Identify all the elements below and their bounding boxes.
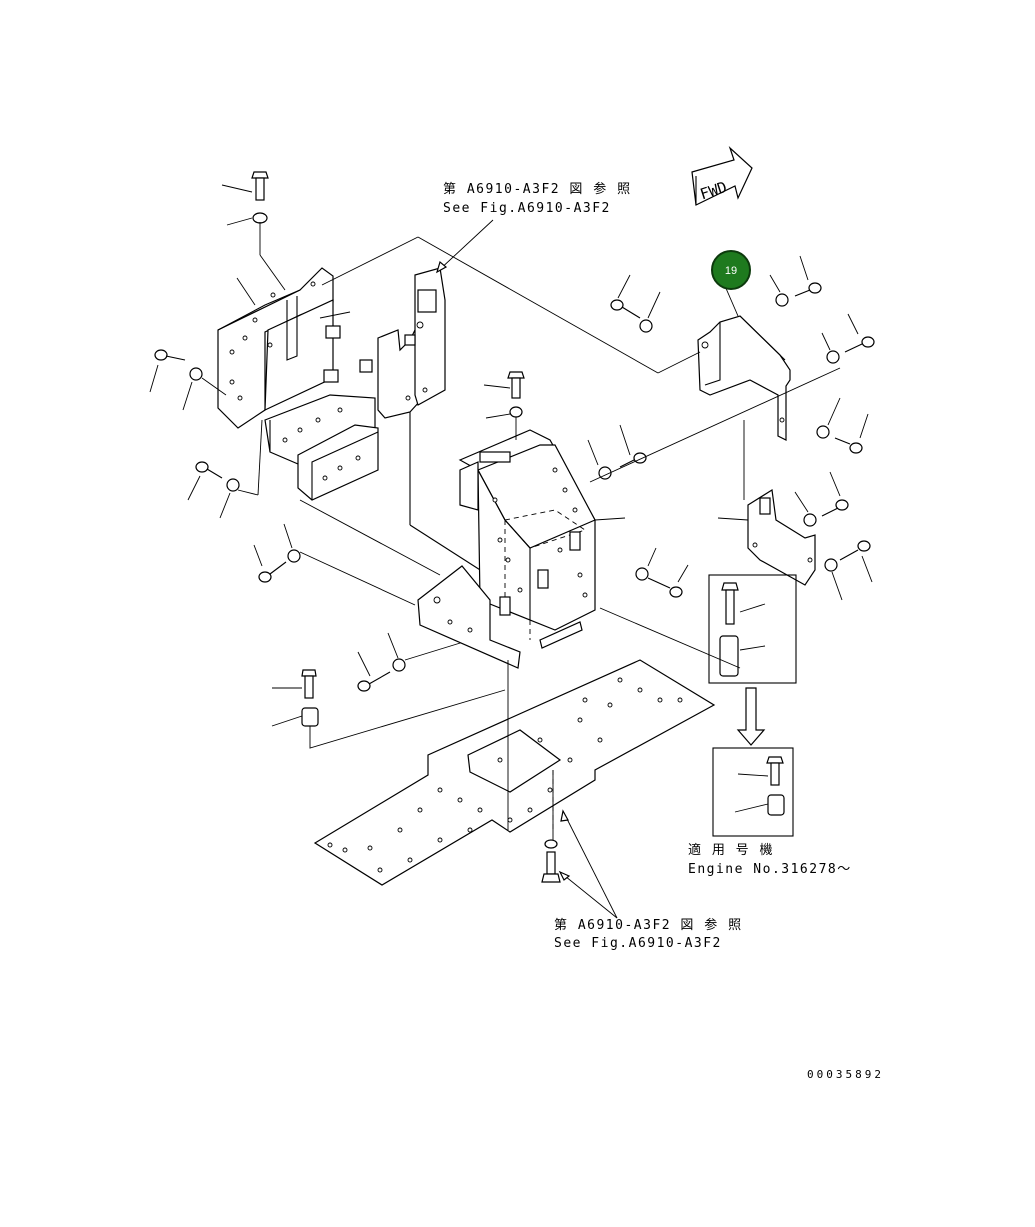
console-box — [417, 371, 596, 669]
bolt-bottom — [541, 770, 561, 883]
callout-19-marker[interactable] — [711, 250, 751, 290]
applicable-en: Engine No.316278～ — [688, 862, 852, 877]
bolt-console-right-2 — [635, 547, 689, 598]
bolt-left-4 — [357, 632, 471, 692]
variant-box-before — [708, 574, 797, 684]
right-bracket — [697, 315, 791, 441]
left-bracket-assembly — [217, 267, 379, 501]
bolt-left-2 — [187, 419, 263, 519]
leader-lines — [299, 219, 841, 919]
right-lower-bracket — [717, 471, 873, 601]
support-bracket — [359, 267, 489, 576]
bolt-left-spacer — [271, 669, 506, 749]
callout-19-number[interactable]: 19 — [725, 265, 737, 277]
callout-19[interactable]: 19 — [711, 250, 751, 317]
ref-top-en: See Fig.A6910-A3F2 — [443, 201, 611, 216]
applicable-jp: 適 用 号 機 — [688, 842, 774, 858]
drawing-number: 00035892 — [807, 1068, 884, 1081]
bolt-console-right — [587, 424, 647, 521]
bolt-left-3 — [253, 523, 416, 606]
floor-plate — [313, 659, 716, 886]
variant-arrow — [736, 687, 766, 746]
bolts-right-upper — [610, 255, 875, 454]
bolt-left-1 — [149, 349, 227, 411]
variant-box-after — [712, 747, 794, 837]
fwd-arrow: FWD — [691, 146, 753, 206]
ref-top-jp: 第 A6910-A3F2 図 参 照 — [443, 181, 632, 197]
ref-bottom-en: See Fig.A6910-A3F2 — [554, 936, 722, 951]
bolt-top-left — [221, 171, 286, 306]
ref-bottom-jp: 第 A6910-A3F2 図 参 照 — [554, 917, 743, 933]
